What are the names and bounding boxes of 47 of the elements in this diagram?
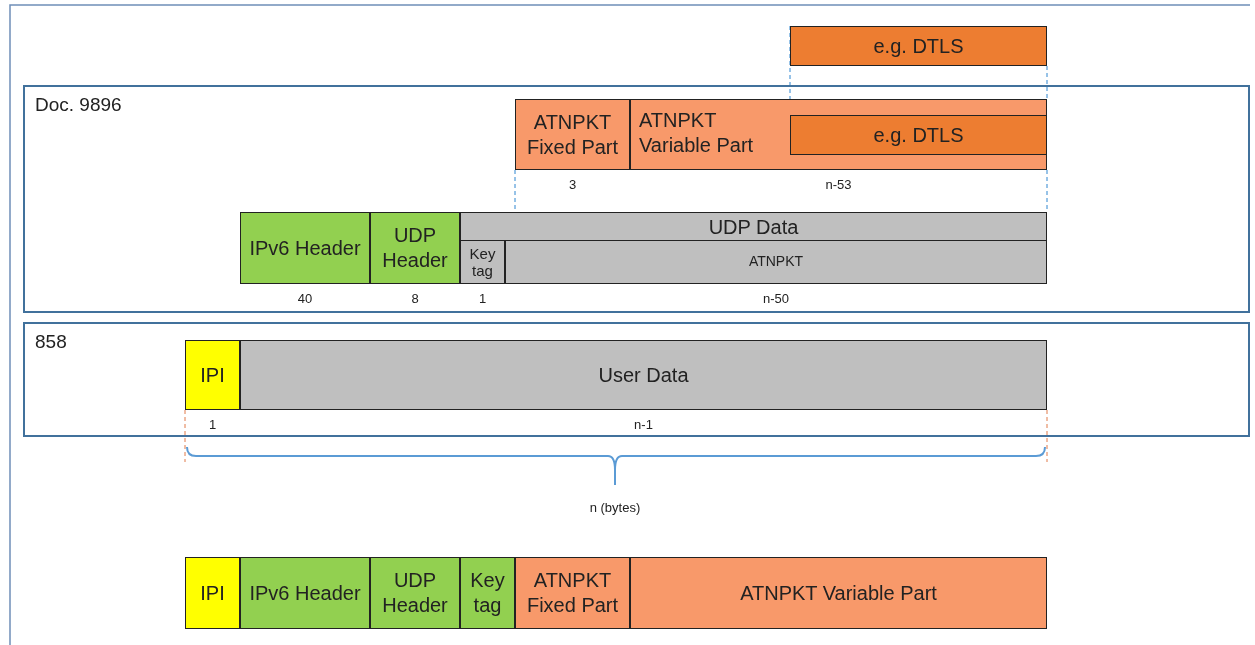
- field-label: e.g. DTLS: [872, 33, 965, 59]
- packet-field: [790, 26, 1047, 66]
- size-label: 8: [410, 291, 420, 306]
- panel-title: Doc. 9896: [35, 93, 122, 117]
- field-label: Key tag: [468, 244, 497, 280]
- size-label: 1: [207, 417, 218, 432]
- size-label: n-53: [824, 177, 853, 192]
- size-label: n-1: [633, 417, 654, 432]
- field-label: IPI: [199, 362, 226, 388]
- field-label: Key tag: [469, 568, 506, 618]
- size-label: 3: [567, 177, 578, 192]
- packet-field: [505, 240, 1047, 284]
- data-field: [460, 212, 1047, 284]
- packet-field: [240, 557, 370, 629]
- packet-field: [240, 212, 370, 284]
- panel-title: 858: [35, 330, 67, 354]
- field-label: IPv6 Header: [248, 235, 362, 261]
- size-label: n (bytes): [588, 500, 642, 515]
- field-label: ATNPKT Fixed Part: [525, 109, 620, 160]
- packet-field: [515, 557, 630, 629]
- packet-field: [630, 557, 1047, 629]
- field-label: UDP Header: [381, 223, 449, 273]
- packet-field: [515, 99, 630, 170]
- packet-field: [630, 99, 1047, 170]
- size-label: n-50: [762, 291, 790, 306]
- packet-field: [790, 115, 1047, 155]
- layer-panel: [23, 322, 1250, 437]
- field-label: UDP Header: [381, 568, 449, 618]
- field-label: ATNPKT Fixed Part: [525, 568, 620, 618]
- packet-field: [185, 340, 240, 410]
- field-label: ATNPKT Variable Part: [739, 580, 938, 606]
- packet-field: [370, 557, 460, 629]
- field-label: IPv6 Header: [248, 580, 362, 606]
- packet-field: [460, 557, 515, 629]
- layer-panel: [23, 85, 1250, 313]
- field-label: ATNPKT Variable Part: [639, 108, 755, 158]
- field-label: UDP Data: [707, 215, 800, 240]
- packet-field: [460, 240, 505, 284]
- field-label: IPI: [199, 580, 226, 606]
- packet-field: [370, 212, 460, 284]
- field-label: e.g. DTLS: [872, 122, 965, 148]
- field-label: ATNPKT: [747, 253, 805, 271]
- field-label: User Data: [597, 362, 690, 388]
- size-label: 1: [477, 291, 488, 306]
- size-label: 40: [296, 291, 314, 306]
- packet-field: [185, 557, 240, 629]
- packet-field: [240, 340, 1047, 410]
